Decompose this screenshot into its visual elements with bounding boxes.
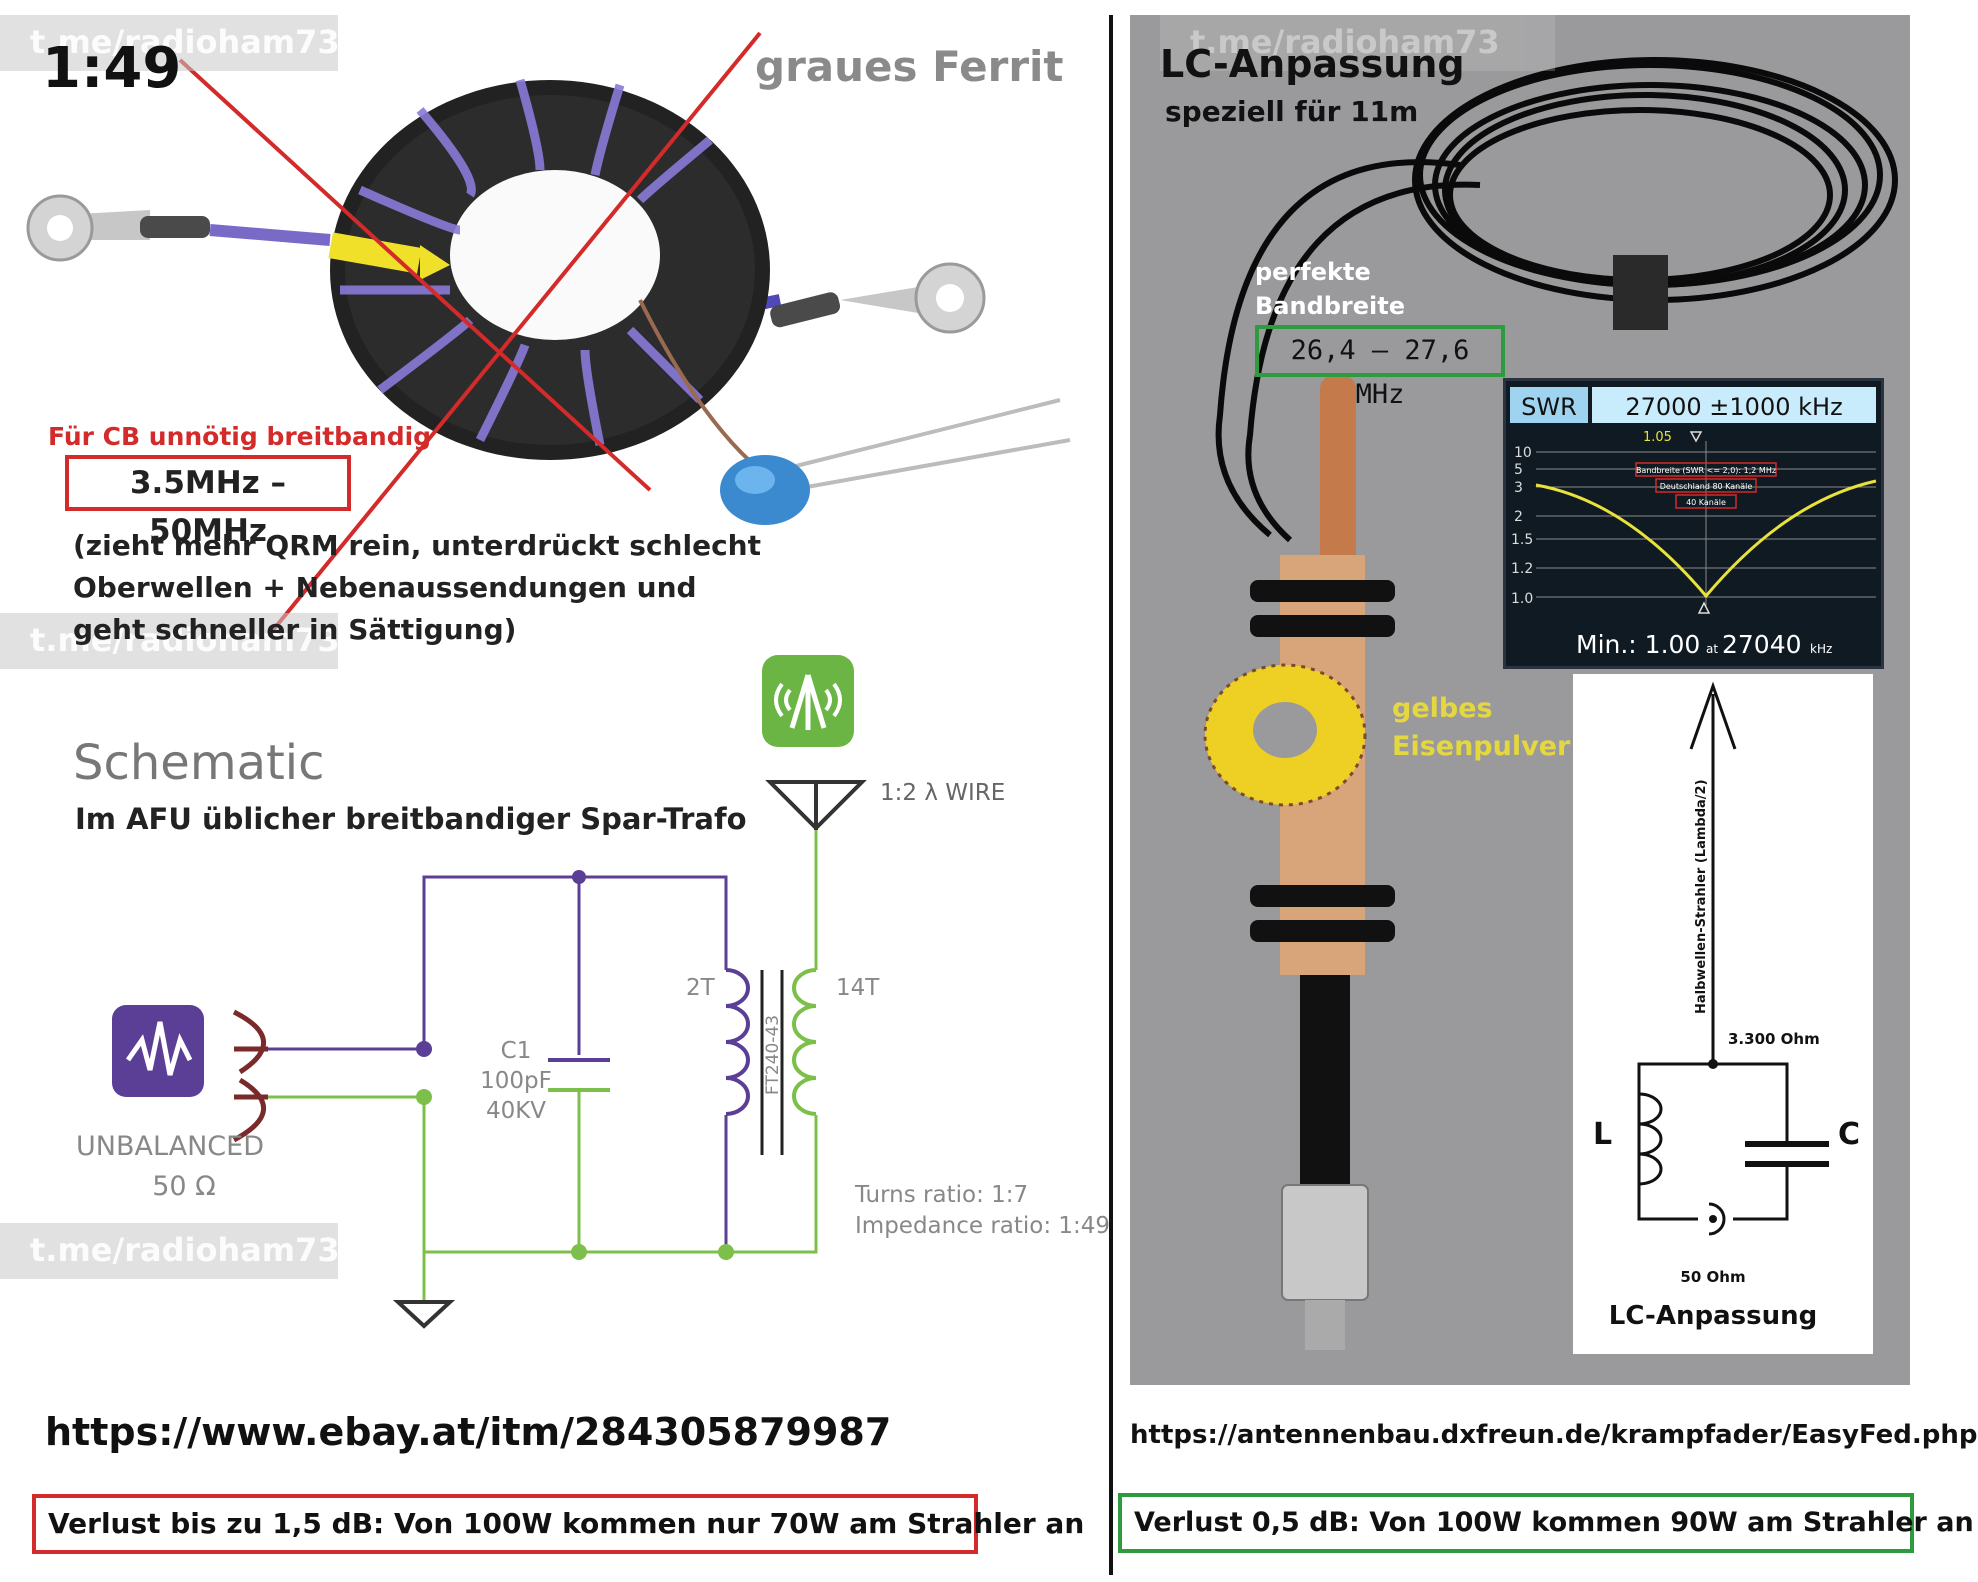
swr-min-label: Min.: 1.00 [1576,630,1700,659]
radiator-arrow [1689,681,1737,1064]
primary-winding [725,968,750,1116]
right-loss-box: Verlust 0,5 dB: Von 100W kommen 90W am S… [1118,1493,1974,1553]
watermark-bottom-left: t.me/radioham73 [0,1223,340,1279]
swr-band-2: Deutschland 80 Kanäle [1660,482,1753,491]
transformer-core [760,970,784,1155]
bandwidth-range-box: 26,4 – 27,6 MHz [1255,325,1505,410]
qrm-note: (zieht mehr QRM rein, unterdrückt schlec… [73,525,761,651]
svg-text:1.5: 1.5 [1511,532,1533,548]
watermark-mid-left: t.me/radioham73 [0,613,340,669]
red-cross-out [178,31,762,642]
watermark-right-top: t.me/radioham73 [1160,15,1555,71]
watermark-top-left: t.me/radioham73 [0,15,340,71]
bandwidth-label: perfekte Bandbreite [1255,255,1405,323]
swr-y-axis: 10 5 3 2 1.5 1.2 1.0 [1511,445,1533,607]
panel-divider [1109,15,1113,1575]
swr-marker: 1.05 [1643,430,1672,445]
schematic-subtitle: Im AFU üblicher breitbandiger Spar-Trafo [75,802,747,836]
left-loss-text: Verlust bis zu 1,5 dB: Von 100W kommen n… [48,1507,1085,1540]
yellow-core-label: gelbes Eisenpulver [1392,690,1570,766]
toroid-photo [0,0,1100,660]
swr-tag: SWR [1521,393,1577,421]
swr-center: 27000 ±1000 kHz [1625,393,1842,421]
capacitor-voltage: 40KV [486,1098,546,1124]
coax-connector [232,1009,268,1143]
primary-turns: 2T [686,975,716,1001]
bandwidth-range: 26,4 – 27,6 MHz [1290,335,1470,410]
ceramic-capacitor [638,299,1071,525]
bandwidth-label-line-1: perfekte [1255,258,1371,286]
swr-band-1: Bandbreite (SWR <= 2,0): 1,2 MHz [1636,466,1776,475]
low-impedance: 50 Ohm [1680,1268,1745,1286]
capacitor-c1 [548,1058,610,1092]
left-ring-lug [26,194,331,262]
connector-symbol [1708,1202,1726,1236]
swr-min-freq: 27040 [1722,630,1802,659]
antenna-app-icon [762,655,854,747]
svg-text:10: 10 [1514,445,1532,461]
inductor-label: L [1593,1117,1612,1152]
secondary-winding [792,968,817,1116]
ratio-label: 1:49 [42,36,182,101]
pl259-plug [1281,1184,1369,1301]
lc-subtitle: speziell für 11m [1165,95,1419,128]
impedance-ratio: Impedance ratio: 1:49 [855,1213,1110,1239]
yellow-toroid [1203,663,1367,807]
radiator-label: Halbwellen-Strahler (Lambda/2) [1694,779,1709,1014]
schematic-title: Schematic [73,735,325,791]
left-loss-box: Verlust bis zu 1,5 dB: Von 100W kommen n… [32,1494,1085,1554]
source-label: UNBALANCED [76,1131,264,1162]
capacitor-value: 100pF [480,1068,552,1094]
freq-range: 3.5MHz – 50MHz [129,465,287,549]
dxfreunde-url[interactable]: https://antennenbau.dxfreun.de/krampfade… [1130,1420,1978,1450]
ferrite-toroid [328,78,770,460]
swr-min-unit: kHz [1810,642,1832,656]
yellow-core-label-line-1: gelbes [1392,693,1493,724]
high-impedance: 3.300 Ohm [1728,1030,1820,1048]
lc-schematic-panel: Halbwellen-Strahler (Lambda/2) 3.300 Ohm… [1573,674,1873,1354]
swr-curve [1535,479,1877,599]
antenna-label: 1:2 λ WIRE [880,780,1005,806]
swr-min-at: at [1706,642,1718,656]
svg-text:2: 2 [1514,509,1523,525]
secondary-turns: 14T [836,975,880,1001]
svg-text:3: 3 [1514,480,1523,496]
turns-ratio: Turns ratio: 1:7 [854,1182,1028,1208]
cb-warning: Für CB unnötig breitbandig [48,422,432,451]
capacitor-label-c: C [1838,1117,1860,1152]
right-loss-text: Verlust 0,5 dB: Von 100W kommen 90W am S… [1134,1507,1974,1538]
lc-title: LC-Anpassung [1160,42,1465,86]
signal-source-icon [112,1005,204,1097]
bandwidth-label-line-2: Bandbreite [1255,292,1406,320]
svg-text:5: 5 [1514,462,1523,478]
qrm-note-line-1: (zieht mehr QRM rein, unterdrückt schlec… [73,529,761,562]
capacitor-label: C1 [501,1038,532,1064]
svg-text:1.2: 1.2 [1511,561,1533,577]
ferrite-label: graues Ferrit [755,42,1064,91]
lc-panel-title: LC-Anpassung [1609,1301,1817,1331]
source-impedance: 50 Ω [152,1171,216,1202]
yellow-core-label-line-2: Eisenpulver [1392,731,1571,762]
ground-symbol [392,1300,456,1329]
swr-band-3: 40 Kanäle [1686,498,1726,507]
svg-text:1.0: 1.0 [1511,591,1533,607]
lc-capacitor [1745,1141,1829,1167]
qrm-note-line-2: Oberwellen + Nebenaussendungen und [73,571,697,604]
swr-display: SWR 27000 ±1000 kHz 1.05 10 5 3 2 1.5 1.… [1503,378,1884,669]
qrm-note-line-3: geht schneller in Sättigung) [73,613,517,646]
core-label: FT240-43 [763,1015,783,1095]
freq-range-box: 3.5MHz – 50MHz [65,455,351,549]
transformer-schematic: 1:2 λ WIRE C1 100pF 40KV FT240-43 2T 14T [76,655,1110,1329]
ebay-url[interactable]: https://www.ebay.at/itm/284305879987 [45,1410,892,1454]
